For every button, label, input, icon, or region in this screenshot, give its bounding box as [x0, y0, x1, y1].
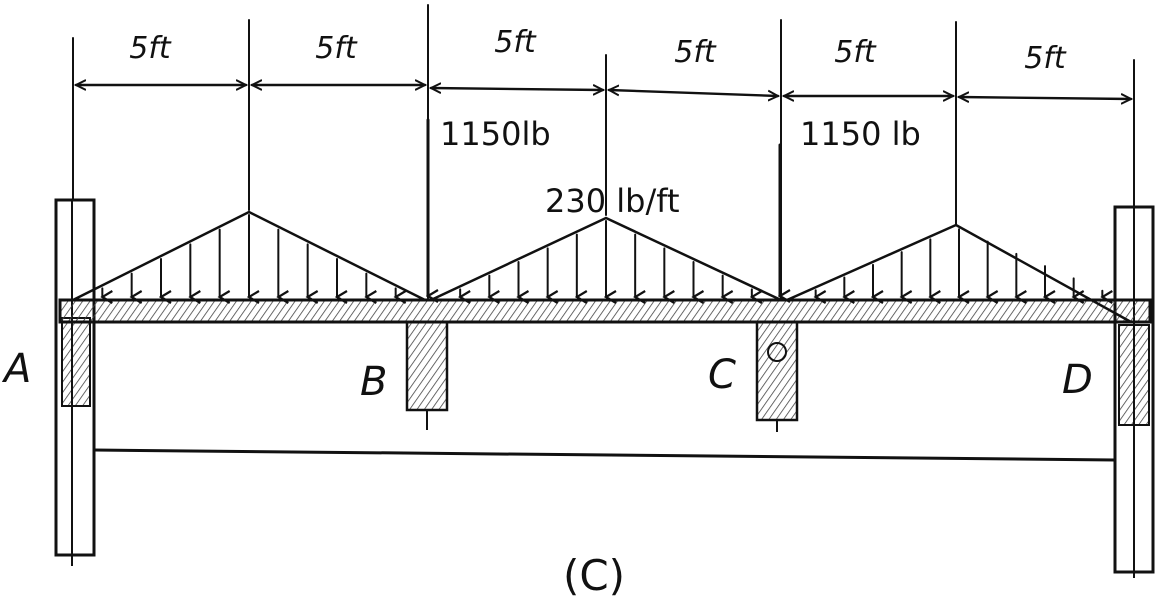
- dimension-label-6: 5ft: [1024, 41, 1067, 76]
- beam: [58, 298, 1152, 324]
- distributed-load-label: 230 lb/ft: [545, 182, 679, 220]
- distributed-load-arrows: [102, 214, 1102, 297]
- dimension-label-1: 5ft: [129, 31, 172, 66]
- wall-left: [54, 198, 96, 566]
- dimension-label-3: 5ft: [494, 25, 537, 60]
- support-label-c: C: [708, 352, 736, 398]
- dimension-arrow-6: [959, 97, 1131, 99]
- support-post-c: [755, 320, 799, 432]
- dimension-arrows: [76, 85, 1131, 99]
- point-loads: [428, 118, 780, 296]
- wall-right: [1113, 205, 1155, 578]
- dimension-label-4: 5ft: [674, 35, 717, 70]
- dimension-arrow-4: [609, 90, 778, 96]
- dimension-arrow-3: [431, 88, 603, 90]
- dimension-label-5: 5ft: [834, 35, 877, 70]
- dimension-extension-lines: [72, 4, 1135, 301]
- dimension-label-2: 5ft: [315, 31, 358, 66]
- support-label-a: A: [1, 346, 31, 392]
- point-load-label-2: 1150 lb: [800, 115, 921, 153]
- support-label-d: D: [1062, 357, 1093, 403]
- support-post-b: [405, 320, 449, 430]
- figure-caption: (C): [563, 551, 625, 600]
- support-label-b: B: [360, 359, 387, 405]
- point-load-label-1: 1150lb: [440, 115, 551, 153]
- tie-rod: [93, 448, 1116, 462]
